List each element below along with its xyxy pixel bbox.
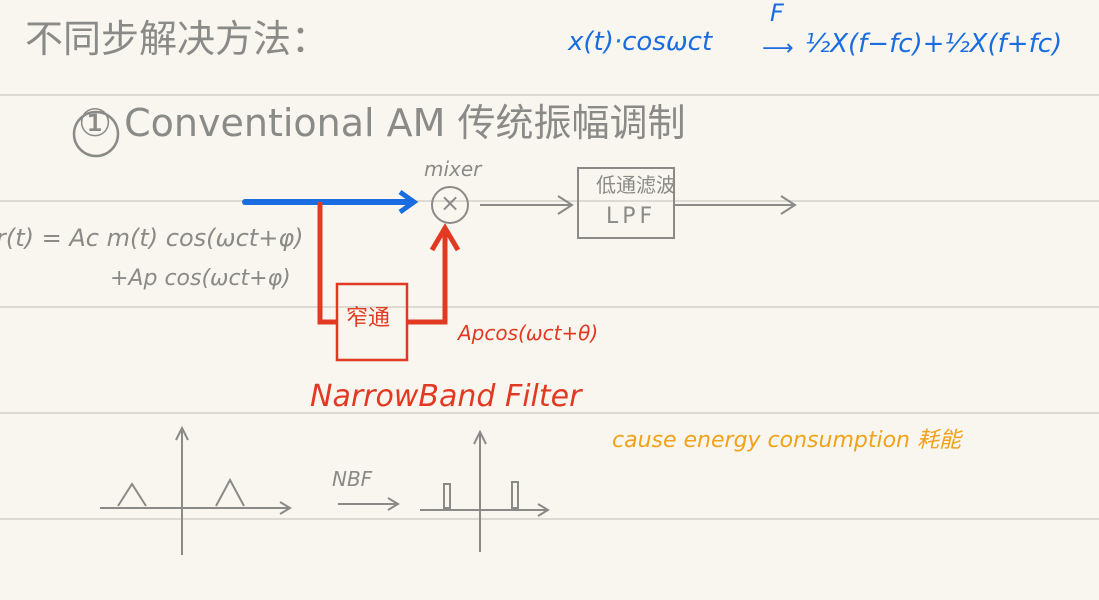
mixer-symbol: × bbox=[440, 189, 461, 217]
signal-equation-line1: r(t) = Ac m(t) cos(ωct+φ) bbox=[0, 224, 304, 252]
ruled-line bbox=[0, 412, 1099, 414]
arrow-head-icon bbox=[557, 195, 574, 215]
lpf-label-en: LPF bbox=[606, 204, 657, 229]
formula-transform: F bbox=[770, 0, 784, 27]
arrow-head-icon bbox=[780, 195, 797, 215]
arrow-head-icon bbox=[398, 189, 419, 215]
nbf-arrow-label: NBF bbox=[332, 467, 373, 491]
branch-line bbox=[317, 202, 337, 325]
spectrum-peak bbox=[117, 482, 147, 507]
number-circle bbox=[72, 110, 120, 158]
section-title: ① Conventional AM 传统振幅调制 bbox=[78, 101, 686, 145]
ruled-line bbox=[0, 200, 1099, 202]
mixer-label: mixer bbox=[424, 157, 482, 181]
arrow-head-icon bbox=[537, 503, 550, 517]
bpf-output-line bbox=[407, 232, 448, 325]
arrow-icon: ⟶ bbox=[762, 36, 794, 61]
bpf-name: NarrowBand Filter bbox=[310, 379, 582, 414]
spectrum-impulse bbox=[443, 483, 451, 509]
spectrum-peak bbox=[215, 477, 245, 507]
bpf-label-cn: 窄通 bbox=[346, 306, 391, 331]
lpf-box bbox=[577, 167, 675, 239]
lpf-label-cn: 低通滤波 bbox=[596, 173, 676, 197]
heading: 不同步解决方法： bbox=[25, 17, 330, 61]
ruled-line bbox=[0, 518, 1099, 520]
spectrum-impulse bbox=[511, 481, 519, 509]
arrow-head-icon bbox=[473, 429, 487, 445]
arrow-head-icon bbox=[175, 425, 189, 441]
signal-equation-line2: +Ap cos(ωct+φ) bbox=[110, 266, 291, 291]
ruled-line bbox=[0, 306, 1099, 308]
bpf-output-label: Apcos(ωct+θ) bbox=[458, 321, 599, 345]
arrow-head-icon bbox=[429, 223, 461, 252]
ruled-line bbox=[0, 94, 1099, 96]
mixer-circle bbox=[431, 186, 469, 224]
arrow-head-icon bbox=[387, 497, 400, 511]
energy-note: cause energy consumption 耗能 bbox=[612, 428, 961, 453]
formula-rhs: ½X(f−fc)+½X(f+fc) bbox=[805, 29, 1063, 59]
formula-lhs: x(t)·cosωct bbox=[568, 27, 713, 57]
arrow-head-icon bbox=[279, 501, 292, 515]
